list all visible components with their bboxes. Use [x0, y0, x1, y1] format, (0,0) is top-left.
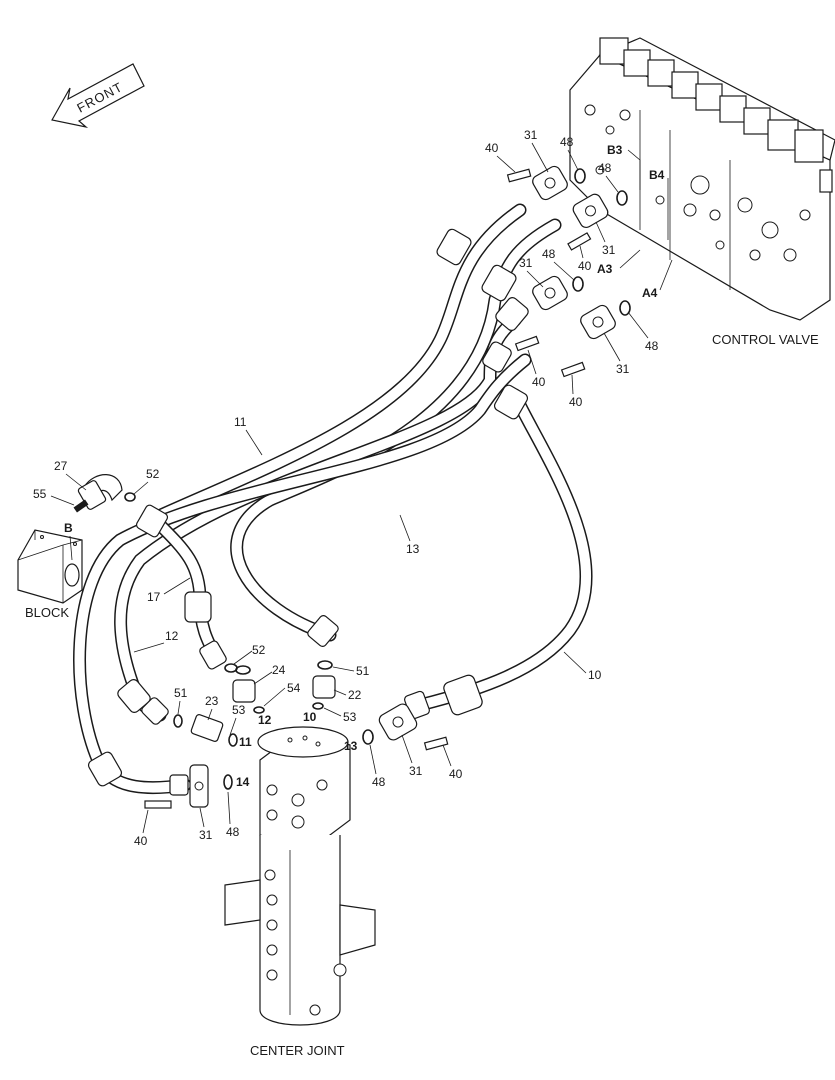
control-valve-caption: CONTROL VALVE	[712, 332, 819, 347]
callout-48: 48	[542, 247, 556, 261]
callout-52: 52	[252, 643, 266, 657]
callout-11: 11	[234, 415, 247, 429]
callout-40: 40	[578, 259, 592, 273]
port-label-b: B	[64, 521, 73, 535]
callout-48: 48	[645, 339, 659, 353]
callout-40: 40	[569, 395, 583, 409]
callout-31: 31	[616, 362, 630, 376]
callout-40: 40	[449, 767, 463, 781]
callout-48: 48	[372, 775, 386, 789]
port-label-14: 14	[236, 775, 250, 789]
callout-51: 51	[174, 686, 188, 700]
callout-31: 31	[409, 764, 423, 778]
block	[17, 529, 83, 604]
control-valve	[569, 37, 835, 321]
callout-31: 31	[519, 256, 533, 270]
center-joint	[224, 726, 376, 1026]
center-joint-caption: CENTER JOINT	[250, 1043, 345, 1058]
callout-54: 54	[287, 681, 301, 695]
callout-51: 51	[356, 664, 370, 678]
port-label-b3: B3	[607, 143, 623, 157]
callout-48: 48	[560, 135, 574, 149]
front-arrow: FRONT	[51, 63, 145, 129]
callout-17: 17	[147, 590, 161, 604]
hose-11	[143, 203, 527, 527]
callout-53: 53	[232, 703, 246, 717]
callout-13: 13	[406, 542, 420, 556]
callout-52: 52	[146, 467, 160, 481]
center-joint-fittings	[144, 660, 449, 809]
callout-12: 12	[165, 629, 179, 643]
callout-48: 48	[598, 161, 612, 175]
callout-22: 22	[348, 688, 362, 702]
port-label-a3: A3	[597, 262, 613, 276]
port-label-11: 11	[239, 735, 252, 749]
port-label-12: 12	[258, 713, 272, 727]
valve-spool-caps	[599, 37, 824, 163]
valve-flanges	[532, 165, 616, 340]
callout-24: 24	[272, 663, 286, 677]
callout-40: 40	[134, 834, 148, 848]
callout-31: 31	[602, 243, 616, 257]
callouts: 40 31 48 48 31 40 31 48 48 31 40 40 11 2…	[33, 128, 659, 848]
callout-31: 31	[199, 828, 213, 842]
callout-48: 48	[226, 825, 240, 839]
port-label-13: 13	[344, 739, 358, 753]
callout-53: 53	[343, 710, 357, 724]
port-label-a4: A4	[642, 286, 658, 300]
valve-bolts	[506, 168, 592, 378]
callout-55: 55	[33, 487, 47, 501]
callout-40: 40	[485, 141, 499, 155]
port-label-10: 10	[303, 710, 317, 724]
valve-face-holes	[584, 104, 811, 262]
callout-40: 40	[532, 375, 546, 389]
block-caption: BLOCK	[25, 605, 69, 620]
port-label-b4: B4	[649, 168, 665, 182]
hose-10	[413, 388, 593, 712]
callout-23: 23	[205, 694, 219, 708]
callout-27: 27	[54, 459, 68, 473]
callout-10: 10	[588, 668, 602, 682]
callout-31: 31	[524, 128, 538, 142]
